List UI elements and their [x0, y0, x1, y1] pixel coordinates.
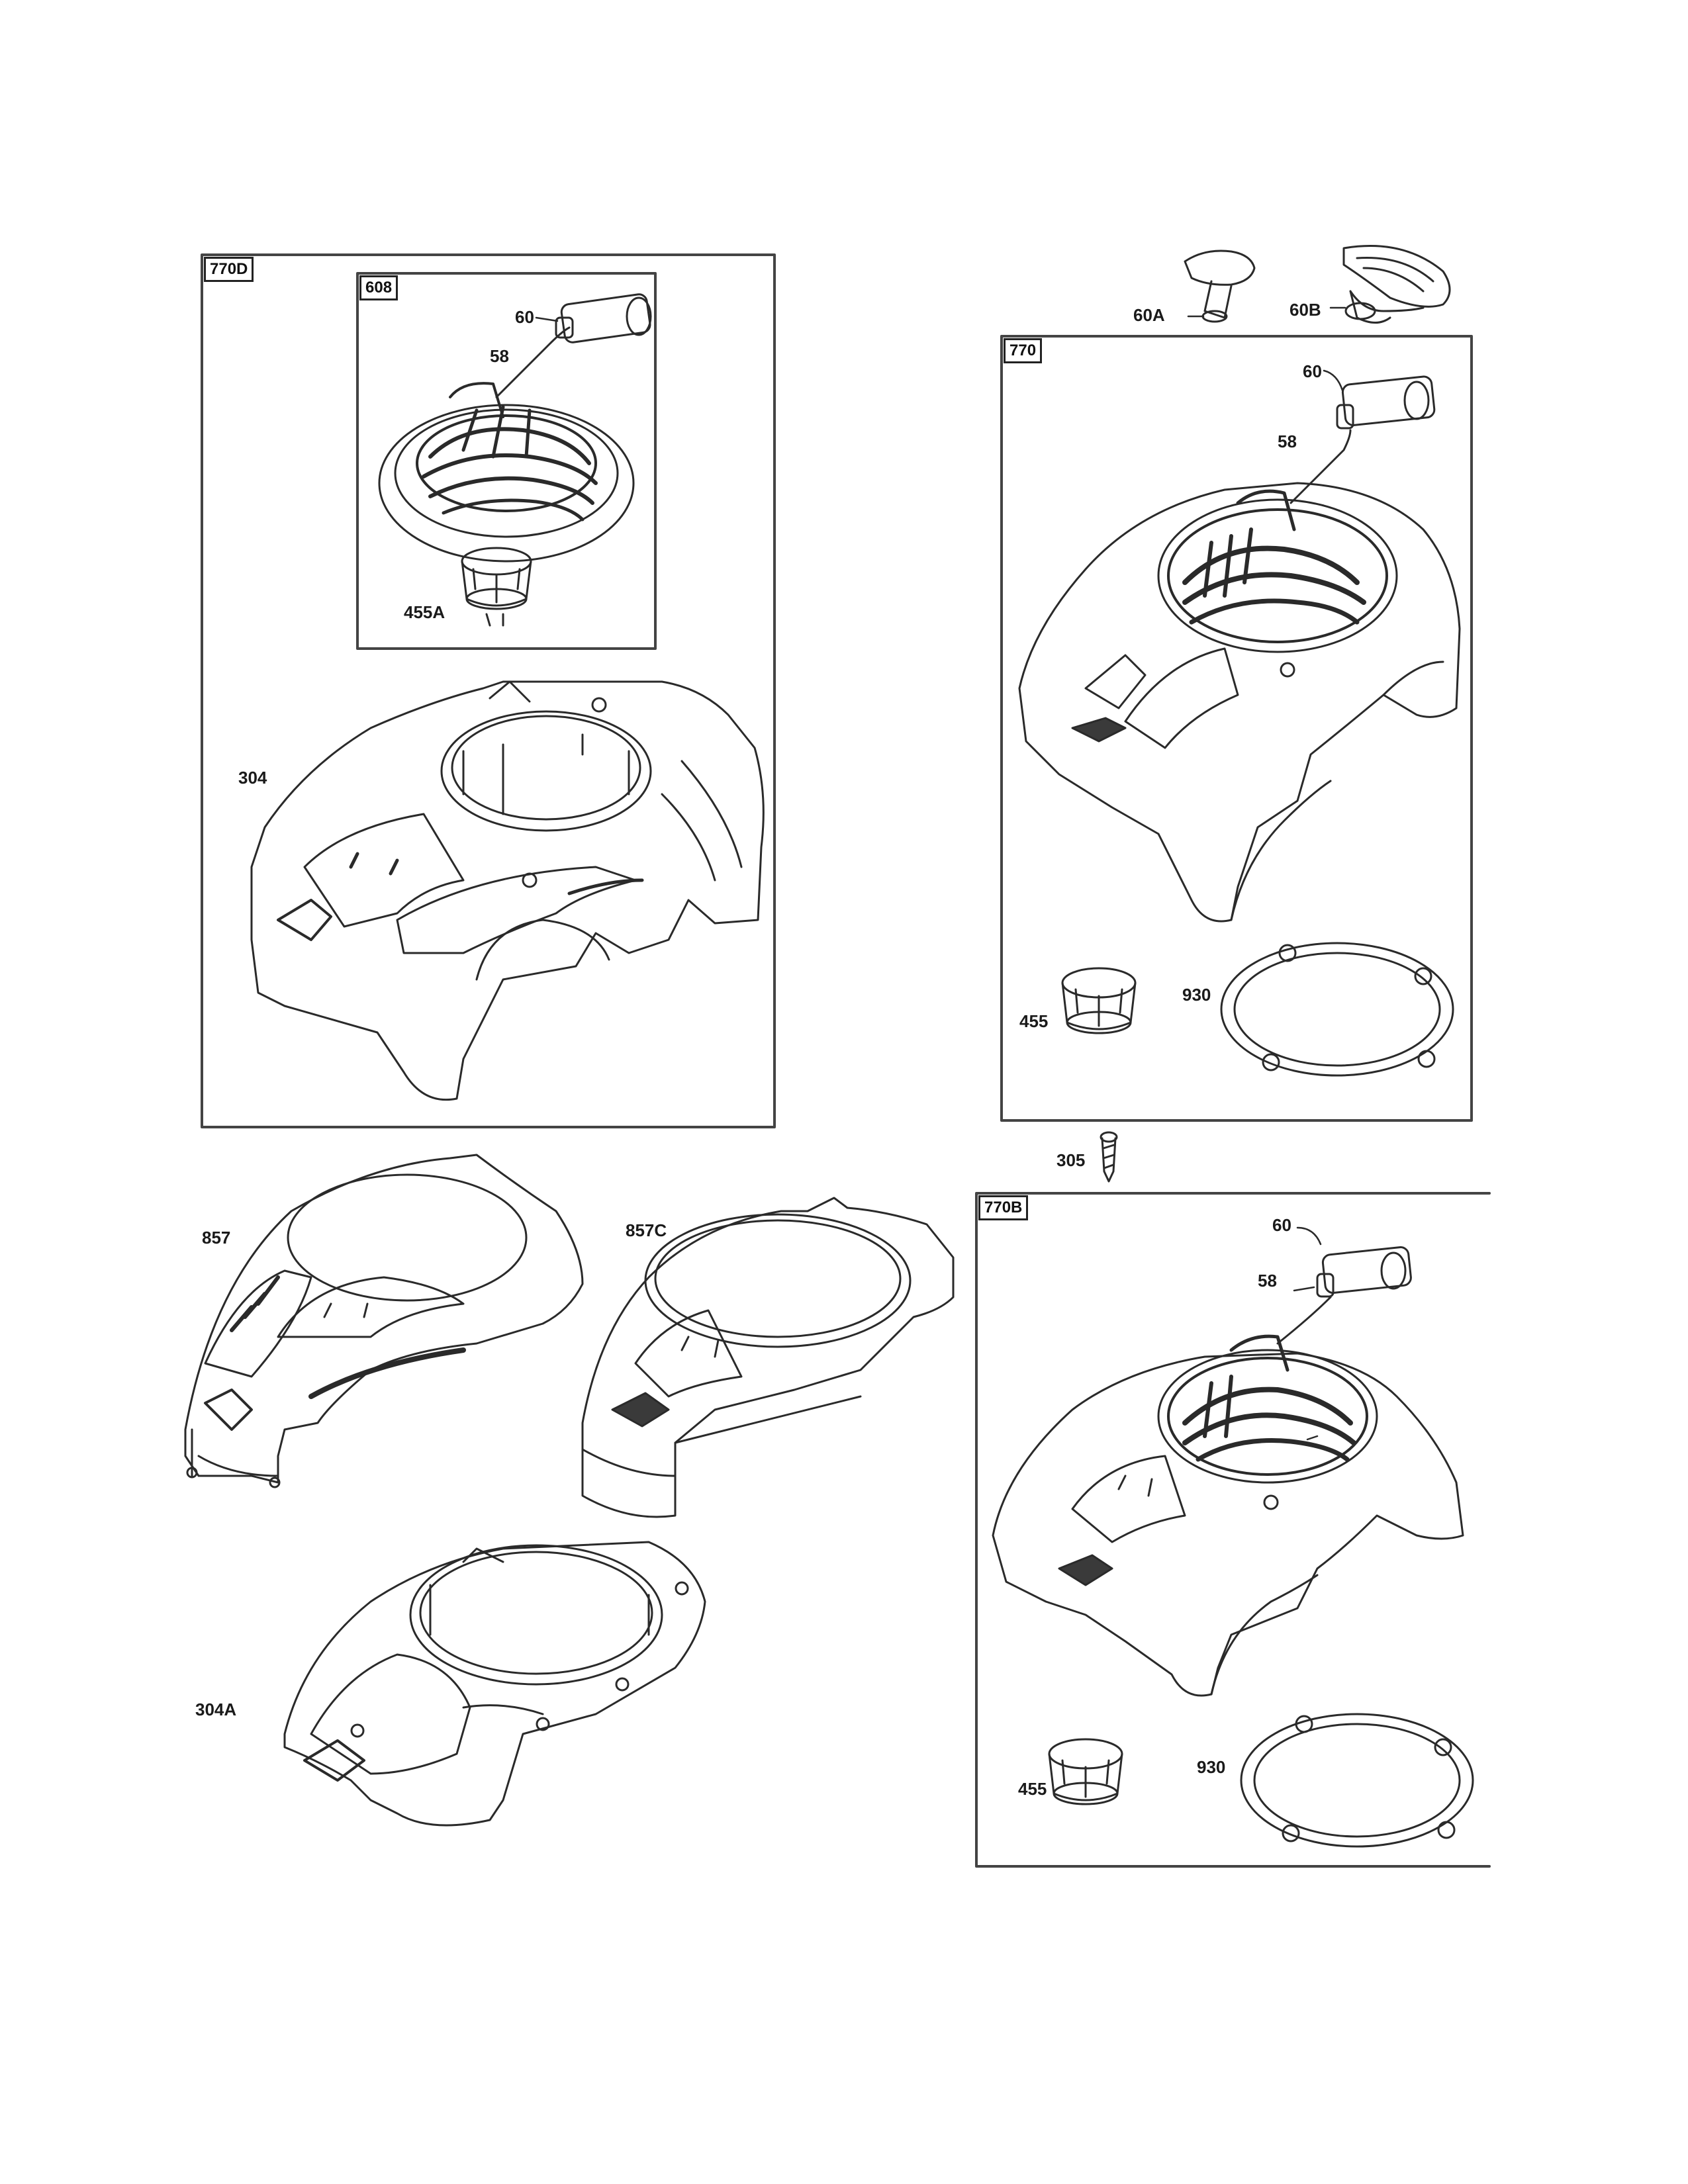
part-label-58: 58 [1278, 432, 1297, 451]
leader-lines [535, 306, 1346, 1441]
assembly-label-770: 770 [1004, 338, 1043, 363]
blower-housing-304a-drawing [283, 1541, 706, 1827]
part-label-58: 58 [1258, 1271, 1277, 1291]
starter-770b-drawing [992, 1246, 1474, 1848]
frame-770 [1000, 335, 1473, 1122]
handles-60a-60b-drawing [1184, 245, 1451, 324]
part-label-304: 304 [238, 768, 267, 788]
part-label-60: 60 [515, 307, 534, 327]
part-label-60: 60 [1272, 1215, 1291, 1235]
frame-770d [201, 253, 776, 1128]
part-label-930: 930 [1197, 1757, 1226, 1777]
part-label-455: 455 [1018, 1779, 1047, 1799]
part-label-455: 455 [1019, 1011, 1049, 1031]
part-label-60a: 60A [1133, 305, 1165, 325]
part-label-930: 930 [1182, 985, 1211, 1005]
starter-770-drawing [1018, 375, 1461, 1077]
frame-608 [356, 272, 657, 650]
part-label-304a: 304A [195, 1700, 237, 1719]
assembly-label-770b: 770B [978, 1195, 1029, 1220]
screw-305-drawing [1100, 1131, 1118, 1183]
assembly-label-608: 608 [359, 275, 399, 300]
blower-housing-304-drawing [250, 680, 765, 1101]
part-label-60b: 60B [1289, 300, 1321, 320]
assembly-label-770d: 770D [204, 257, 254, 282]
cover-857c-drawing [581, 1197, 955, 1518]
part-label-58: 58 [490, 346, 509, 366]
part-label-305: 305 [1056, 1150, 1086, 1170]
cover-857-drawing [184, 1154, 584, 1488]
starter-608-drawing [378, 293, 652, 627]
part-label-455a: 455A [404, 602, 445, 622]
part-label-60: 60 [1303, 361, 1322, 381]
part-label-857: 857 [202, 1228, 231, 1248]
part-label-857c: 857C [626, 1220, 667, 1240]
frame-770b [975, 1192, 1491, 1868]
